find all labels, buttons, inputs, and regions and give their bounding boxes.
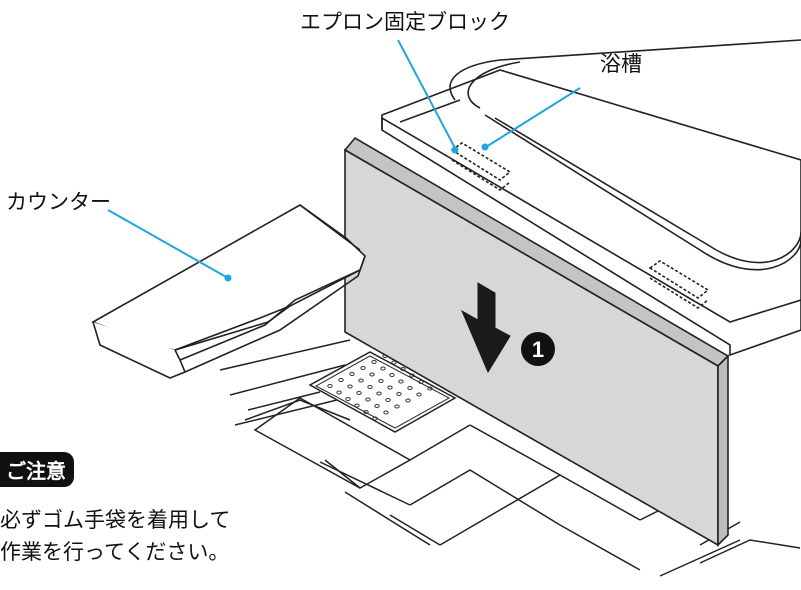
grate-hole — [345, 397, 351, 401]
grate-hole — [365, 397, 371, 402]
grate-hole — [405, 398, 411, 403]
grate-hole — [385, 398, 391, 402]
grate-hole — [363, 410, 369, 414]
leader-bathtub — [485, 87, 581, 148]
grate-hole — [418, 380, 424, 384]
counter — [91, 204, 366, 379]
label-counter: カウンター — [6, 190, 111, 214]
grate-hole — [369, 372, 375, 377]
step-number-badge: 1 — [521, 332, 555, 366]
grate-hole — [376, 391, 382, 396]
grate-hole — [356, 391, 362, 395]
drain-grate — [308, 348, 457, 433]
grate-hole — [396, 392, 402, 396]
leader-lines — [107, 39, 581, 279]
caution-text-line-1: 必ずゴム手袋を着用して — [0, 508, 231, 532]
grate-hole — [387, 385, 393, 390]
grate-hole — [380, 366, 386, 371]
grate-hole — [349, 372, 355, 376]
caution-text-line-2: 作業を行ってください。 — [0, 540, 230, 564]
bathtub — [381, 39, 801, 357]
grate-hole — [389, 373, 395, 377]
svg-text:1: 1 — [532, 337, 544, 362]
label-bathtub: 浴槽 — [600, 52, 642, 76]
grate-hole — [360, 366, 366, 370]
grate-hole — [394, 404, 400, 409]
grate-hole — [400, 367, 406, 371]
grate-hole — [336, 390, 342, 395]
grate-hole — [374, 404, 380, 408]
grate-hole — [327, 384, 333, 388]
down-arrow-icon — [460, 282, 511, 374]
leader-points — [224, 143, 489, 282]
grate-hole — [347, 384, 353, 389]
grate-hole — [354, 403, 360, 408]
grate-hole — [409, 373, 415, 378]
leader-counter — [107, 209, 229, 279]
grate-hole — [383, 410, 389, 415]
grate-hole — [338, 378, 344, 382]
grate-hole — [407, 386, 413, 390]
grate-hole — [371, 360, 377, 364]
floor-tiles — [219, 339, 801, 577]
caution-badge: ご注意 — [0, 452, 74, 487]
grate-hole — [372, 416, 378, 421]
grate-hole — [416, 392, 422, 397]
grate-hole — [398, 379, 404, 384]
grate-hole — [378, 379, 384, 383]
leader-apron-block — [397, 39, 456, 149]
grate-hole — [391, 360, 397, 365]
label-apron-fixing-block: エプロン固定ブロック — [300, 10, 510, 34]
grate-hole — [358, 378, 364, 383]
grate-hole — [367, 385, 373, 389]
grate-hole — [427, 386, 433, 391]
